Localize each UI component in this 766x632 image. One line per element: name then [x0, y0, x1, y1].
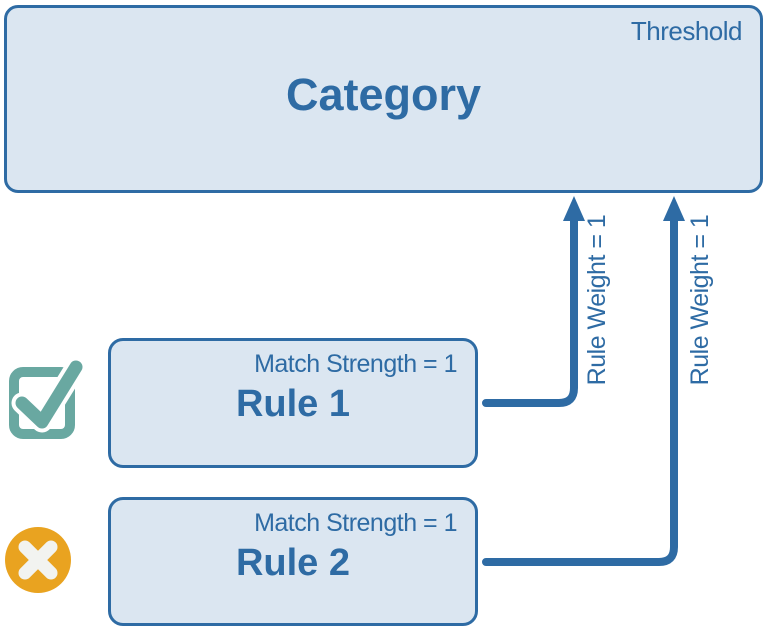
category-box: Threshold Category [4, 5, 763, 193]
rule2-weight-label: Rule Weight = 1 [686, 214, 714, 386]
rule2-box: Match Strength = 1 Rule 2 [108, 497, 478, 626]
rule2-match-strength-label: Match Strength = 1 [254, 509, 457, 537]
rule1-title: Rule 1 [235, 383, 351, 425]
category-title: Category [285, 69, 482, 120]
rule1-arrowhead-icon [563, 196, 585, 221]
rule1-weight-label: Rule Weight = 1 [583, 214, 611, 386]
rule1-match-strength-label: Match Strength = 1 [254, 350, 457, 378]
rule1-arrow [482, 196, 585, 407]
x-circle-icon [5, 527, 71, 593]
rule2-arrowhead-icon [663, 196, 685, 221]
rule2-title: Rule 2 [235, 542, 351, 584]
check-icon [9, 360, 86, 439]
rule1-box: Match Strength = 1 Rule 1 [108, 338, 478, 468]
rule2-arrow [482, 196, 685, 566]
threshold-label: Threshold [630, 16, 743, 46]
